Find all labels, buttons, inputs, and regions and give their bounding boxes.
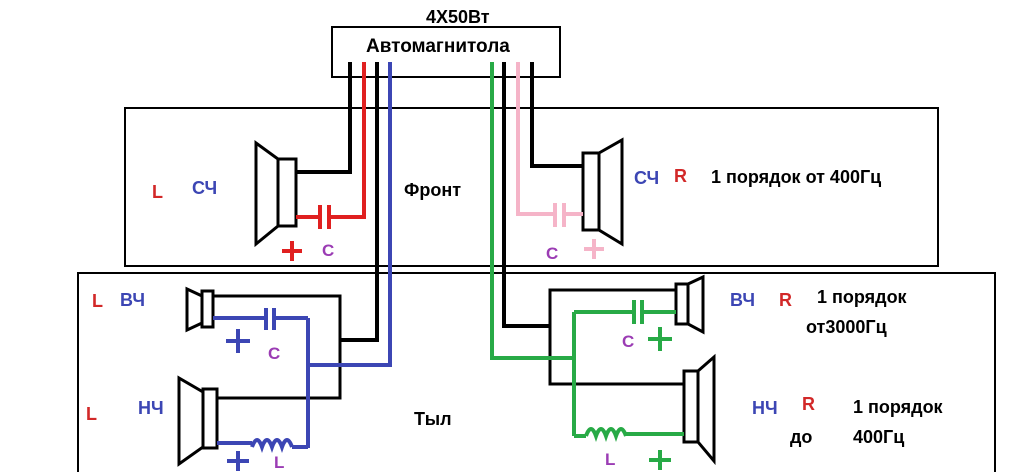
rear-right-tweeter-plus-icon: [648, 327, 672, 351]
rear-left-tweeter-plus-icon: [226, 329, 250, 353]
rear-right-capacitor: [632, 300, 644, 324]
front-right-cap-label: C: [546, 244, 558, 263]
rear-zone-box: [77, 272, 996, 472]
rear-left-tweeter-icon: [185, 286, 215, 333]
rear-left-tweeter-speaker-label: ВЧ: [120, 290, 145, 310]
front-right-wire-pink: [516, 62, 553, 216]
rear-right-tweeter-note-line1: 1 порядок: [817, 287, 908, 307]
front-left-wire-black: [296, 62, 352, 174]
front-right-capacitor: [553, 203, 566, 227]
front-left-cap-label: C: [322, 241, 334, 260]
rear-right-woofer-note-line1: 1 порядок: [853, 397, 944, 417]
front-left-side-label: L: [152, 182, 163, 202]
rear-left-wire-blue-feed: [308, 62, 392, 367]
front-left-speaker-icon: [254, 140, 298, 248]
rear-right-wire-black-feed: [502, 62, 550, 328]
rear-left-coil-label: L: [274, 453, 284, 472]
front-right-side-label: R: [674, 166, 687, 186]
front-right-filter-note: 1 порядок от 400Гц: [711, 167, 881, 187]
rear-left-tweeter-side-label: L: [92, 291, 103, 311]
rear-right-woofer-speaker-label: НЧ: [752, 398, 778, 418]
rear-right-woofer-plus-icon: [649, 450, 671, 470]
rear-right-tweeter-icon: [674, 274, 705, 335]
front-right-speaker-icon: [581, 137, 624, 247]
rear-right-coil: [584, 427, 628, 442]
rear-left-woofer-speaker-label: НЧ: [138, 398, 164, 418]
rear-right-woofer-icon: [682, 353, 716, 466]
rear-right-tweeter-cap-label: C: [622, 332, 634, 351]
rear-zone-label: Тыл: [414, 409, 452, 429]
rear-right-tweeter-speaker-label: ВЧ: [730, 290, 755, 310]
rear-left-tweeter-cap-label: C: [268, 344, 280, 363]
rear-right-tweeter-note-line2: от3000Гц: [806, 317, 887, 337]
rear-left-wire-black-feed: [340, 62, 379, 342]
rear-left-woofer-plus-icon: [227, 451, 249, 471]
rear-left-woofer-icon: [177, 375, 219, 467]
rear-right-tweeter-side-label: R: [779, 290, 792, 310]
head-unit-label: Автомагнитола: [366, 36, 510, 57]
front-left-wire-red-2: [331, 62, 366, 219]
rear-left-capacitor: [264, 308, 276, 330]
rear-right-woofer-note-line2b: 400Гц: [853, 427, 904, 447]
rear-right-wire-black: [548, 288, 684, 386]
rear-left-coil: [250, 438, 294, 453]
head-unit-box: [331, 26, 561, 78]
front-left-plus-icon: [282, 241, 302, 261]
front-zone-label: Фронт: [404, 180, 461, 200]
rear-right-woofer-note-line2a: до: [790, 427, 812, 447]
front-left-capacitor: [318, 205, 331, 229]
power-label: 4Х50Вт: [426, 7, 490, 27]
front-left-speaker-label: СЧ: [192, 178, 217, 198]
rear-left-woofer-side-label: L: [86, 404, 97, 424]
rear-right-woofer-side-label: R: [802, 394, 815, 414]
front-right-wire-black: [530, 62, 583, 168]
rear-right-wire-green-feed: [490, 62, 574, 360]
rear-left-wire-black: [213, 294, 342, 400]
front-right-speaker-label: СЧ: [634, 168, 659, 188]
front-right-plus-icon: [584, 239, 604, 259]
rear-right-coil-label: L: [605, 450, 615, 469]
